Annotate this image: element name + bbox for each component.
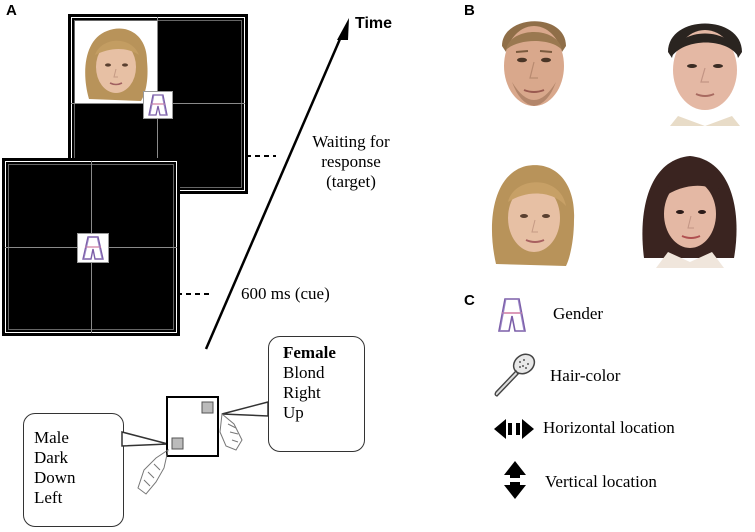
- female-label: Female: [283, 343, 336, 362]
- male-response-bubble: Male Dark Down Left: [23, 413, 124, 527]
- face-male-blond: [488, 4, 580, 126]
- pointing-hand-icon-left: [137, 448, 169, 495]
- panel-label-c: C: [464, 292, 475, 309]
- cue-screen: [2, 158, 180, 336]
- legend-vertical-label: Vertical location: [545, 472, 657, 491]
- vertical-arrows-icon: [502, 460, 528, 500]
- up-label: Up: [283, 403, 304, 422]
- face-female-blond: [486, 160, 580, 268]
- pointing-hand-icon-right: [219, 413, 243, 451]
- horizontal-arrows-icon: [492, 418, 536, 440]
- cue-gender-icon: [77, 233, 109, 263]
- dark-label: Dark: [34, 448, 68, 467]
- hairbrush-icon: [490, 350, 538, 398]
- target-face-image: [75, 21, 157, 103]
- legend-gender-label: Gender: [553, 304, 604, 323]
- down-label: Down: [34, 468, 76, 487]
- face-female-dark: [638, 152, 742, 268]
- legend-hair-color-label: Hair-color: [550, 366, 621, 385]
- left-label: Left: [34, 488, 63, 507]
- timeline-arrow: [177, 18, 349, 350]
- legend-horizontal-label: Horizontal location: [543, 418, 675, 437]
- panel-label-b: B: [464, 2, 475, 19]
- cue-phase-label: 600 ms (cue): [241, 284, 330, 303]
- female-response-bubble: Female Blond Right Up: [268, 336, 365, 452]
- right-label: Right: [283, 383, 321, 402]
- target-phase-label: Waiting for response (target): [312, 132, 390, 191]
- target-gender-cue-icon: [143, 91, 173, 119]
- time-label: Time: [355, 15, 393, 32]
- male-label: Male: [34, 428, 69, 447]
- response-pad: [121, 396, 269, 495]
- legend-gender-icon: [494, 296, 530, 334]
- blond-label: Blond: [283, 363, 325, 382]
- face-male-dark: [660, 12, 750, 126]
- panel-label-a: A: [6, 2, 17, 19]
